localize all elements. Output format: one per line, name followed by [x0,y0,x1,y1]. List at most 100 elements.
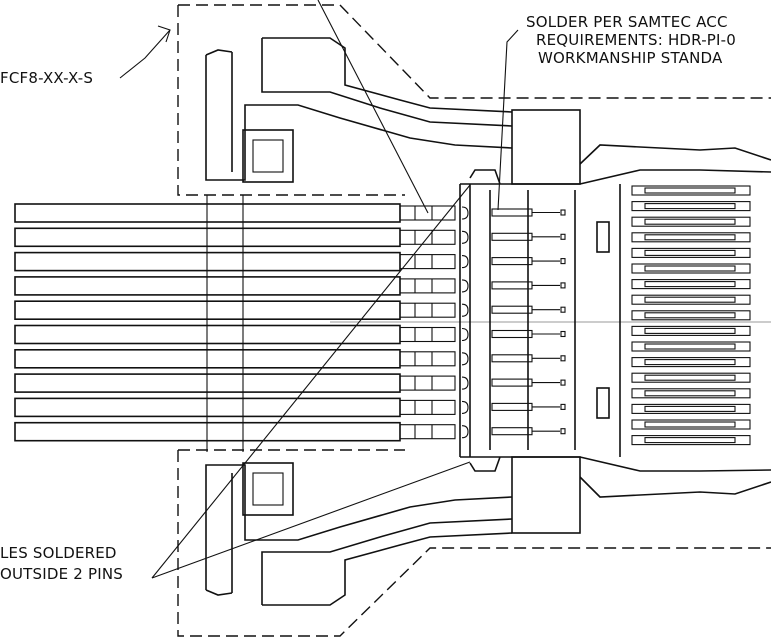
phantom-outline [177,4,771,637]
top-bracket [205,37,513,181]
cable-bend [461,303,469,317]
cable-bend [461,352,469,366]
mating-contact [631,279,751,290]
solder-pad [560,282,566,289]
contact-tail [491,208,533,217]
contact-tail [491,257,533,266]
solder-note-line-2: REQUIREMENTS: HDR-PI-0 [536,31,736,49]
contact-tail [491,281,533,290]
stripped-wire [399,326,456,343]
mating-contact [631,435,751,446]
contact-beam [644,296,736,303]
stripped-wire [399,229,456,245]
solder-pad [560,379,566,386]
contact-tail [491,378,533,387]
contact-tail [491,329,533,339]
solder-pad [560,233,566,240]
contact-beam [644,249,736,256]
contact-tail [491,232,533,241]
solder-pad [560,330,566,338]
leader-solder [497,29,519,211]
cable-bend [461,230,469,244]
top-latch-window [242,129,294,183]
housing-bottom-wing [579,456,771,498]
contact-tail [491,354,533,363]
polarization-key-top [596,221,610,253]
ribbon-cable [14,195,456,452]
housing-top-wing [579,144,771,185]
contact-beam [644,218,736,225]
solder-note-line-1: SOLDER PER SAMTEC ACC [526,13,728,31]
holes-note-line-2: OUTSIDE 2 PINS [0,565,123,583]
housing-walls [459,169,580,472]
mating-contact [631,310,751,321]
top-latch-window-inner [252,139,284,173]
mating-contact [631,185,751,196]
mating-contact [631,372,751,383]
part-number-callout: FCF8-XX-X-S [0,69,93,87]
polarization-key-bottom [596,387,610,419]
solder-pad [560,403,566,410]
solder-pad [560,355,566,362]
mating-contact [631,341,751,352]
contact-beam [644,265,736,272]
contact-beam [644,390,736,397]
contact-tail [491,402,533,411]
mating-contact [631,201,751,212]
contact-tail [491,427,533,436]
housing-bottom-block [511,456,581,534]
cable-bend [461,206,469,220]
mating-contact [631,419,751,430]
contact-beam [644,281,736,288]
mating-contact [631,263,751,274]
contact-beam [644,327,736,334]
mating-contact [631,232,751,243]
bottom-latch-window-inner [252,472,284,506]
solder-pad [560,258,566,265]
bottom-bracket [205,464,513,606]
cable-bend [461,425,469,439]
mating-contact [631,325,751,336]
contact-beam [644,234,736,241]
bottom-latch-window [242,462,294,516]
contact-beam [644,203,736,210]
contact-beam [644,437,736,444]
housing-top-block [511,109,581,185]
leader-part-number [119,29,171,79]
contact-beam [644,421,736,428]
cable-bend [461,376,469,390]
mating-contacts [631,185,751,446]
mating-contact [631,216,751,227]
contact-beam [644,312,736,319]
contact-tails [461,206,566,439]
contact-beam [644,187,736,194]
stripped-wire [399,278,456,294]
holes-note-line-1: LES SOLDERED [0,544,117,562]
stripped-wire [399,375,456,391]
leader-holes-b [151,461,471,579]
contact-tail [491,305,533,314]
contact-beam [644,374,736,381]
stripped-wire [399,351,456,367]
mating-contact [631,357,751,368]
solder-pad [560,428,566,435]
stripped-wire [399,254,456,270]
contact-beam [644,405,736,412]
solder-pad [560,306,566,313]
leader-top-arrow [317,0,429,214]
cable-bend [461,255,469,269]
stripped-wire [399,302,456,318]
stripped-wire [399,205,456,221]
cable-bend [461,327,469,342]
mating-contact [631,388,751,399]
mating-contact [631,403,751,414]
leader-part-number-head [157,25,171,43]
mating-contact [631,247,751,258]
contact-beam [644,343,736,350]
solder-pad [560,209,566,216]
cable-bend [461,400,469,414]
cable-bend [461,279,469,293]
stripped-wire [399,424,456,440]
stripped-wire [399,399,456,415]
contact-beam [644,359,736,366]
